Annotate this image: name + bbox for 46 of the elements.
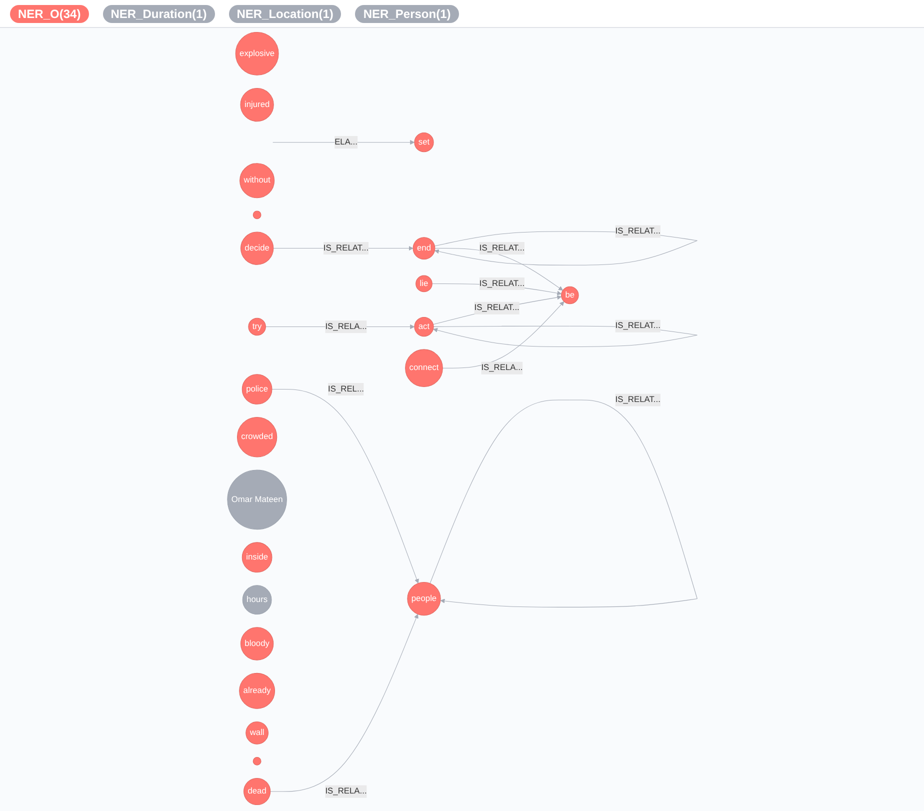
edge-label: ELA... [334,138,358,147]
node-circle: explosive [234,32,278,76]
edge-label: IS_RELA... [480,363,522,372]
node-circle: people [406,582,440,616]
node-circle: connect [404,349,443,387]
node-circle: hours [242,585,272,615]
arrow [432,295,562,325]
node-circle: wall [245,721,268,744]
edge-label: IS_RELAT... [323,244,368,252]
edge-label: IS_RELA... [324,786,366,796]
edge-label: IS_RELAT... [614,321,660,330]
edge-label: IS_REL... [328,384,364,394]
node-circle: try [248,318,266,336]
node-circle [252,210,261,220]
arrow [434,248,563,291]
arrow [442,301,564,368]
edge-label: IS_RELAT... [474,303,520,312]
legend-item: NER_Person(1) [355,4,459,22]
node-circle [252,756,261,766]
legend-item: NER_O(34) [10,4,89,22]
node-circle: end [412,237,435,260]
arrow [271,389,419,584]
node-circle: lie [415,275,432,292]
node-circle: Omar Mateen [226,470,287,530]
node-circle: inside [242,542,272,573]
node-circle: crowded [236,417,277,458]
node-circle: injured [240,88,274,122]
node-circle: bloody [240,627,274,660]
node-circle: without [239,163,274,198]
node-circle: dead [243,778,270,806]
edge-label: IS_RELAT... [614,395,660,404]
edge-label: IS_RELAT... [479,244,524,252]
edge-label: IS_RELA... [324,322,366,331]
node-circle: police [242,374,272,404]
edge-label: IS_RELAT... [614,226,660,236]
node-circle: act [414,316,434,337]
legend-item: NER_Location(1) [228,4,342,22]
arrow [272,140,414,145]
arrow [429,400,698,608]
legend-item: NER_Duration(1) [102,4,215,22]
node-circle: be [560,286,578,304]
node-circle: set [414,132,434,152]
node-circle: decide [240,232,274,265]
edge-label: IS_RELAT... [479,278,524,288]
node-circle: already [238,672,275,709]
arrow [270,614,418,792]
